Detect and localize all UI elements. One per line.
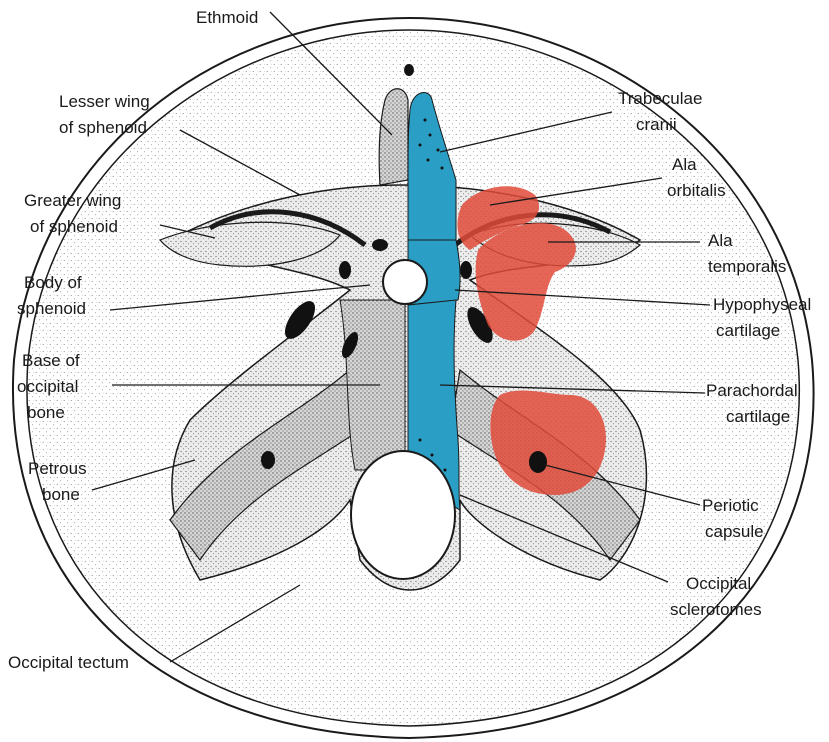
label-base-occipital-2: occipital [17, 377, 78, 396]
label-greater-wing-1: Greater wing [24, 191, 121, 210]
label-ethmoid-1: Ethmoid [196, 8, 258, 27]
sella-opening [383, 260, 427, 304]
label-petrous-1: Petrous [28, 459, 87, 478]
label-periotic-1: Periotic [702, 496, 759, 515]
label-base-occipital-3: bone [27, 403, 65, 422]
label-ala-temporalis-1: Ala [708, 231, 733, 250]
label-ala-orbitalis-2: orbitalis [667, 181, 726, 200]
label-body-sphenoid-2: sphenoid [17, 299, 86, 318]
label-trabeculae-1: Trabeculae [618, 89, 702, 108]
label-periotic-2: capsule [705, 522, 764, 541]
foramen-magnum [351, 451, 455, 579]
label-occipital-sclerotomes-1: Occipital [686, 574, 751, 593]
label-lesser-wing-2: of sphenoid [59, 118, 147, 137]
label-base-occipital-1: Base of [22, 351, 80, 370]
label-trabeculae-2: cranii [636, 115, 677, 134]
label-occipital-tectum: Occipital tectum [8, 653, 129, 672]
label-greater-wing-2: of sphenoid [30, 217, 118, 236]
label-body-sphenoid-1: Body of [24, 273, 82, 292]
label-hypophyseal-1: Hypophyseal [713, 295, 811, 314]
label-hypophyseal-2: cartilage [716, 321, 780, 340]
label-parachordal-1: Parachordal [706, 381, 798, 400]
label-ala-temporalis-2: temporalis [708, 257, 786, 276]
label-petrous-2: bone [42, 485, 80, 504]
label-occipital-sclerotomes-2: sclerotomes [670, 600, 762, 619]
label-parachordal-2: cartilage [726, 407, 790, 426]
label-lesser-wing-1: Lesser wing [59, 92, 150, 111]
label-ala-orbitalis-1: Ala [672, 155, 697, 174]
